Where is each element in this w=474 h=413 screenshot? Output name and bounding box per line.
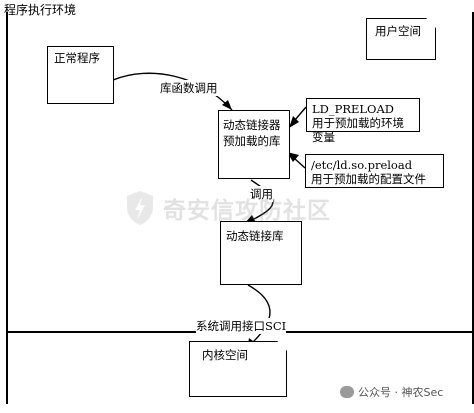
ld-preload-note: LD_PRELOAD 用于预加载的环境变量 (306, 98, 420, 144)
shield-icon (127, 191, 153, 225)
environment-frame-left (6, 12, 8, 404)
footer-badge-text: 公众号 · 神农Sec (358, 386, 444, 399)
kernel-space-label: 内核空间 (202, 348, 248, 362)
normal-program-box: 正常程序 (47, 46, 114, 104)
lib-call-arrow (112, 72, 233, 111)
etc-preload-note: /etc/ld.so.preload 用于预加载的配置文件 (305, 154, 444, 188)
kernel-space-note: 内核空间 (189, 341, 287, 397)
diagram-title: 程序执行环境 (4, 3, 77, 17)
ld-preload-title: LD_PRELOAD (312, 102, 394, 116)
syscall-label: 系统调用接口SCI (196, 318, 287, 334)
lib-call-arrowhead (222, 100, 232, 110)
etc-preload-arrow (293, 157, 306, 169)
watermark-text: 奇安信攻防社区 (163, 198, 331, 224)
wechat-icon (340, 386, 354, 398)
ld-preload-arrowhead (289, 116, 299, 128)
environment-frame-right (472, 12, 474, 404)
call-label: 调用 (250, 186, 273, 202)
ld-preload-desc: 用于预加载的环境变量 (312, 116, 404, 144)
dynamic-library-box: 动态链接库 (220, 221, 302, 285)
ld-preload-arrow (294, 106, 307, 121)
etc-preload-desc: 用于预加载的配置文件 (311, 172, 426, 186)
dynamic-linker-label: 动态链接器 (223, 118, 281, 132)
dynamic-library-label: 动态链接库 (226, 229, 284, 243)
lib-call-label: 库函数调用 (160, 80, 218, 96)
user-space-note: 用户空间 (366, 18, 436, 60)
dynamic-linker-box: 动态链接器 预加载的库 (218, 110, 290, 179)
normal-program-label: 正常程序 (54, 51, 100, 65)
etc-preload-arrowhead (287, 152, 299, 162)
syscall-arrow (247, 284, 271, 344)
watermark: 奇安信攻防社区 (125, 190, 331, 226)
footer-badge: 公众号 · 神农Sec (336, 383, 448, 401)
etc-preload-title: /etc/ld.so.preload (311, 158, 413, 172)
user-space-label: 用户空间 (375, 24, 421, 38)
preload-library-label: 预加载的库 (223, 134, 281, 148)
